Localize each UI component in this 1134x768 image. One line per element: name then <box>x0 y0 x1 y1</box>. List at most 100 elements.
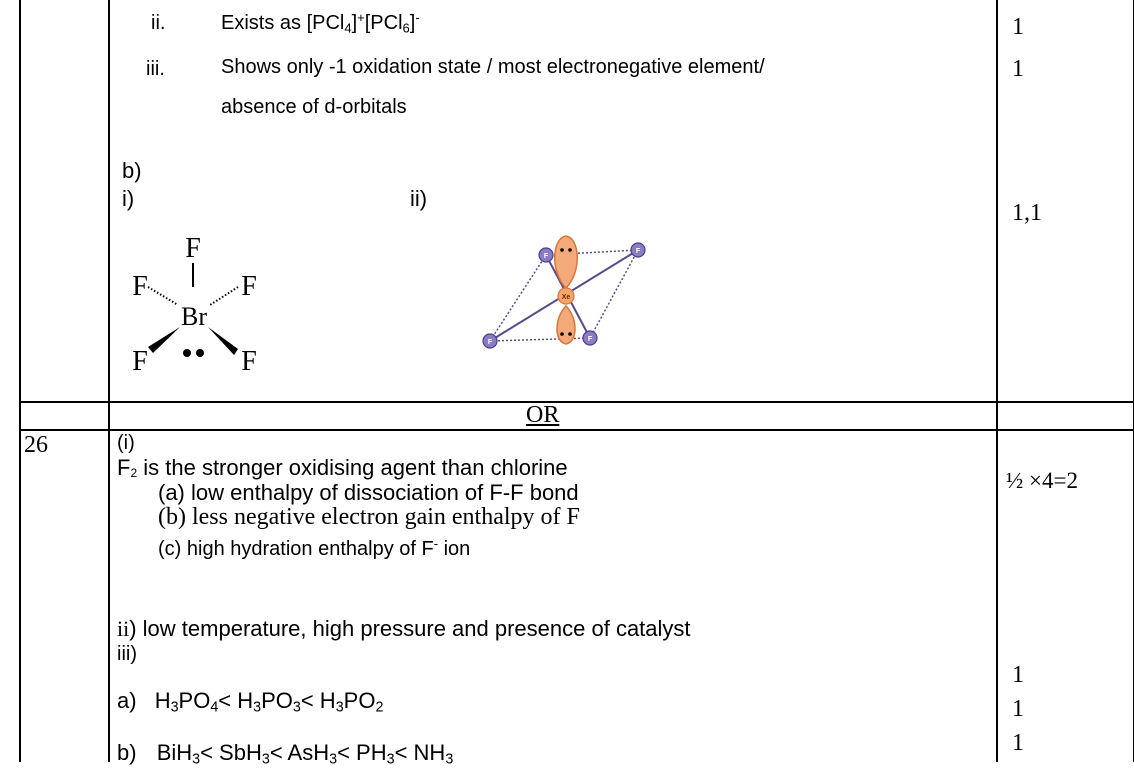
oa-t6: PO <box>343 688 376 713</box>
brf5-lone-pair-dot-1 <box>183 349 191 357</box>
row-divider-1 <box>19 401 1134 403</box>
q26-iii-label: iii) <box>117 643 137 665</box>
ob-t1: BiH <box>156 740 193 765</box>
part-b-label: b) <box>122 158 142 183</box>
ob-t5: < NH <box>394 740 446 765</box>
oa-s2: 4 <box>210 699 219 716</box>
xef4-xe-label: Xe <box>562 294 571 301</box>
ii-text-2: ] <box>351 12 358 35</box>
ob-s4: 3 <box>386 751 395 768</box>
q26-statement-rest: is the stronger oxidising agent than chl… <box>137 455 568 480</box>
ob-t4: < PH <box>337 740 387 765</box>
xef4-dashed-right <box>589 249 639 339</box>
brf5-svg: F F F Br F F <box>132 233 257 377</box>
q26-order-b: b) BiH3< SbH3< AsH3< PH3< NH3 <box>117 740 453 768</box>
ob-t3: < AsH <box>269 740 330 765</box>
brf5-center-br: Br <box>181 302 207 331</box>
part-b-ii-label: ii) <box>410 186 428 211</box>
order-a-label: a) <box>117 688 137 713</box>
brf5-left-f: F <box>132 271 148 302</box>
xef4-lone-pair-bottom <box>556 304 576 345</box>
xef4-dashed-bottom <box>489 337 591 342</box>
xef4-f-atom-top-left <box>538 247 554 263</box>
or-heading: OR <box>526 402 560 428</box>
oa-s3: 3 <box>253 699 262 716</box>
marks-q26-ii: 1 <box>1012 662 1024 688</box>
marks-part-b: 1,1 <box>1012 200 1042 226</box>
part-b-i-label: i) <box>122 186 135 211</box>
oa-t2: PO <box>178 688 211 713</box>
xef4-lp-top-dot-2 <box>568 248 572 252</box>
q26-reason-c: (c) high hydration enthalpy of F- ion <box>158 536 470 561</box>
q26-ii: ii) low temperature, high pressure and p… <box>117 616 691 642</box>
q26-order-a: a) H3PO4< H3PO3< H3PO2 <box>117 688 383 716</box>
q26-ii-numeral: ii <box>117 616 130 641</box>
oa-s4: 3 <box>292 699 301 716</box>
column-divider-2 <box>996 0 998 762</box>
xef4-lone-pair-top <box>554 235 578 290</box>
oa-t1: H <box>154 688 171 713</box>
marks-part-a-iii: 1 <box>1012 56 1024 82</box>
brf5-wedge-left <box>148 327 180 353</box>
brf5-hashed-right <box>209 286 239 306</box>
xef4-f-label-2: F <box>636 248 641 255</box>
oa-t4: PO <box>261 688 293 713</box>
q26-statement-f: F <box>117 455 131 480</box>
ii-sup-2: - <box>415 10 420 25</box>
brf5-hashed-left <box>147 286 179 306</box>
xef4-f-atom-bottom-left <box>482 333 498 349</box>
xef4-f-label-4: F <box>588 336 593 343</box>
xef4-lp-bottom-dot-1 <box>560 332 564 336</box>
marks-q26-i: ½ ×4=2 <box>1006 468 1078 493</box>
q26-statement-sub: 2 <box>130 466 138 480</box>
row-divider-2 <box>19 429 1134 431</box>
marks-q26-iii-b: 1 <box>1012 730 1024 756</box>
ob-s2: 3 <box>261 751 270 768</box>
xef4-svg: Xe F F F F <box>482 235 646 349</box>
marks-part-a-ii: 1 <box>1012 14 1024 40</box>
ob-s3: 3 <box>329 751 338 768</box>
part-a-ii-numeral: ii. <box>151 12 166 34</box>
order-b-expression: BiH3< SbH3< AsH3< PH3< NH3 <box>156 740 454 768</box>
part-a-iii-line1: Shows only -1 oxidation state / most ele… <box>221 56 765 78</box>
xef4-dashed-top <box>545 249 639 256</box>
xef4-structure: Xe F F F F <box>478 230 658 390</box>
part-a-ii-text: Exists as [PCl4]+[PCl6]- <box>221 10 420 35</box>
q26-reason-c-sup: - <box>433 536 439 551</box>
q26-ii-text: ) low temperature, high pressure and pre… <box>129 616 691 641</box>
ii-text-4: ] <box>409 12 416 35</box>
oa-t5: < H <box>300 688 336 713</box>
order-b-label: b) <box>117 740 137 765</box>
oa-s5: 3 <box>335 699 344 716</box>
ob-t2: < SbH <box>200 740 262 765</box>
marks-q26-iii-a: 1 <box>1012 696 1024 722</box>
ii-sub-1: 4 <box>344 20 352 36</box>
xef4-f-atom-bottom-right <box>582 330 598 346</box>
brf5-lone-pair-dot-2 <box>196 349 204 357</box>
q26-reason-c-post: ion <box>438 538 471 561</box>
ob-s5: 3 <box>445 751 454 768</box>
oa-s1: 3 <box>170 699 179 716</box>
brf5-bottom-left-f: F <box>132 346 148 377</box>
xef4-lp-top-dot-1 <box>560 248 564 252</box>
ob-s1: 3 <box>192 751 201 768</box>
ii-sup-1: + <box>357 10 365 25</box>
column-divider-1 <box>108 0 110 762</box>
ii-sub-2: 6 <box>402 20 410 36</box>
xef4-dashed-left <box>489 254 547 342</box>
question-number-26: 26 <box>24 432 48 458</box>
part-a-iii-line2: absence of d-orbitals <box>221 96 407 118</box>
ii-text-1: Exists as [PCl <box>221 12 345 35</box>
q26-statement: F2 is the stronger oxidising agent than … <box>117 455 568 481</box>
part-a-iii-numeral: iii. <box>146 58 165 80</box>
q26-reason-b: (b) less negative electron gain enthalpy… <box>158 504 580 530</box>
xef4-f-label-3: F <box>488 339 493 346</box>
table-left-border <box>19 0 21 762</box>
ii-text-3: [PCl <box>364 12 403 35</box>
brf5-bottom-right-f: F <box>241 346 257 377</box>
order-a-expression: H3PO4< H3PO3< H3PO2 <box>154 688 384 716</box>
xef4-f-atom-top-right <box>630 242 646 258</box>
oa-s6: 2 <box>375 699 384 716</box>
brf5-top-f: F <box>185 233 201 264</box>
q26-i-label: (i) <box>117 432 135 454</box>
